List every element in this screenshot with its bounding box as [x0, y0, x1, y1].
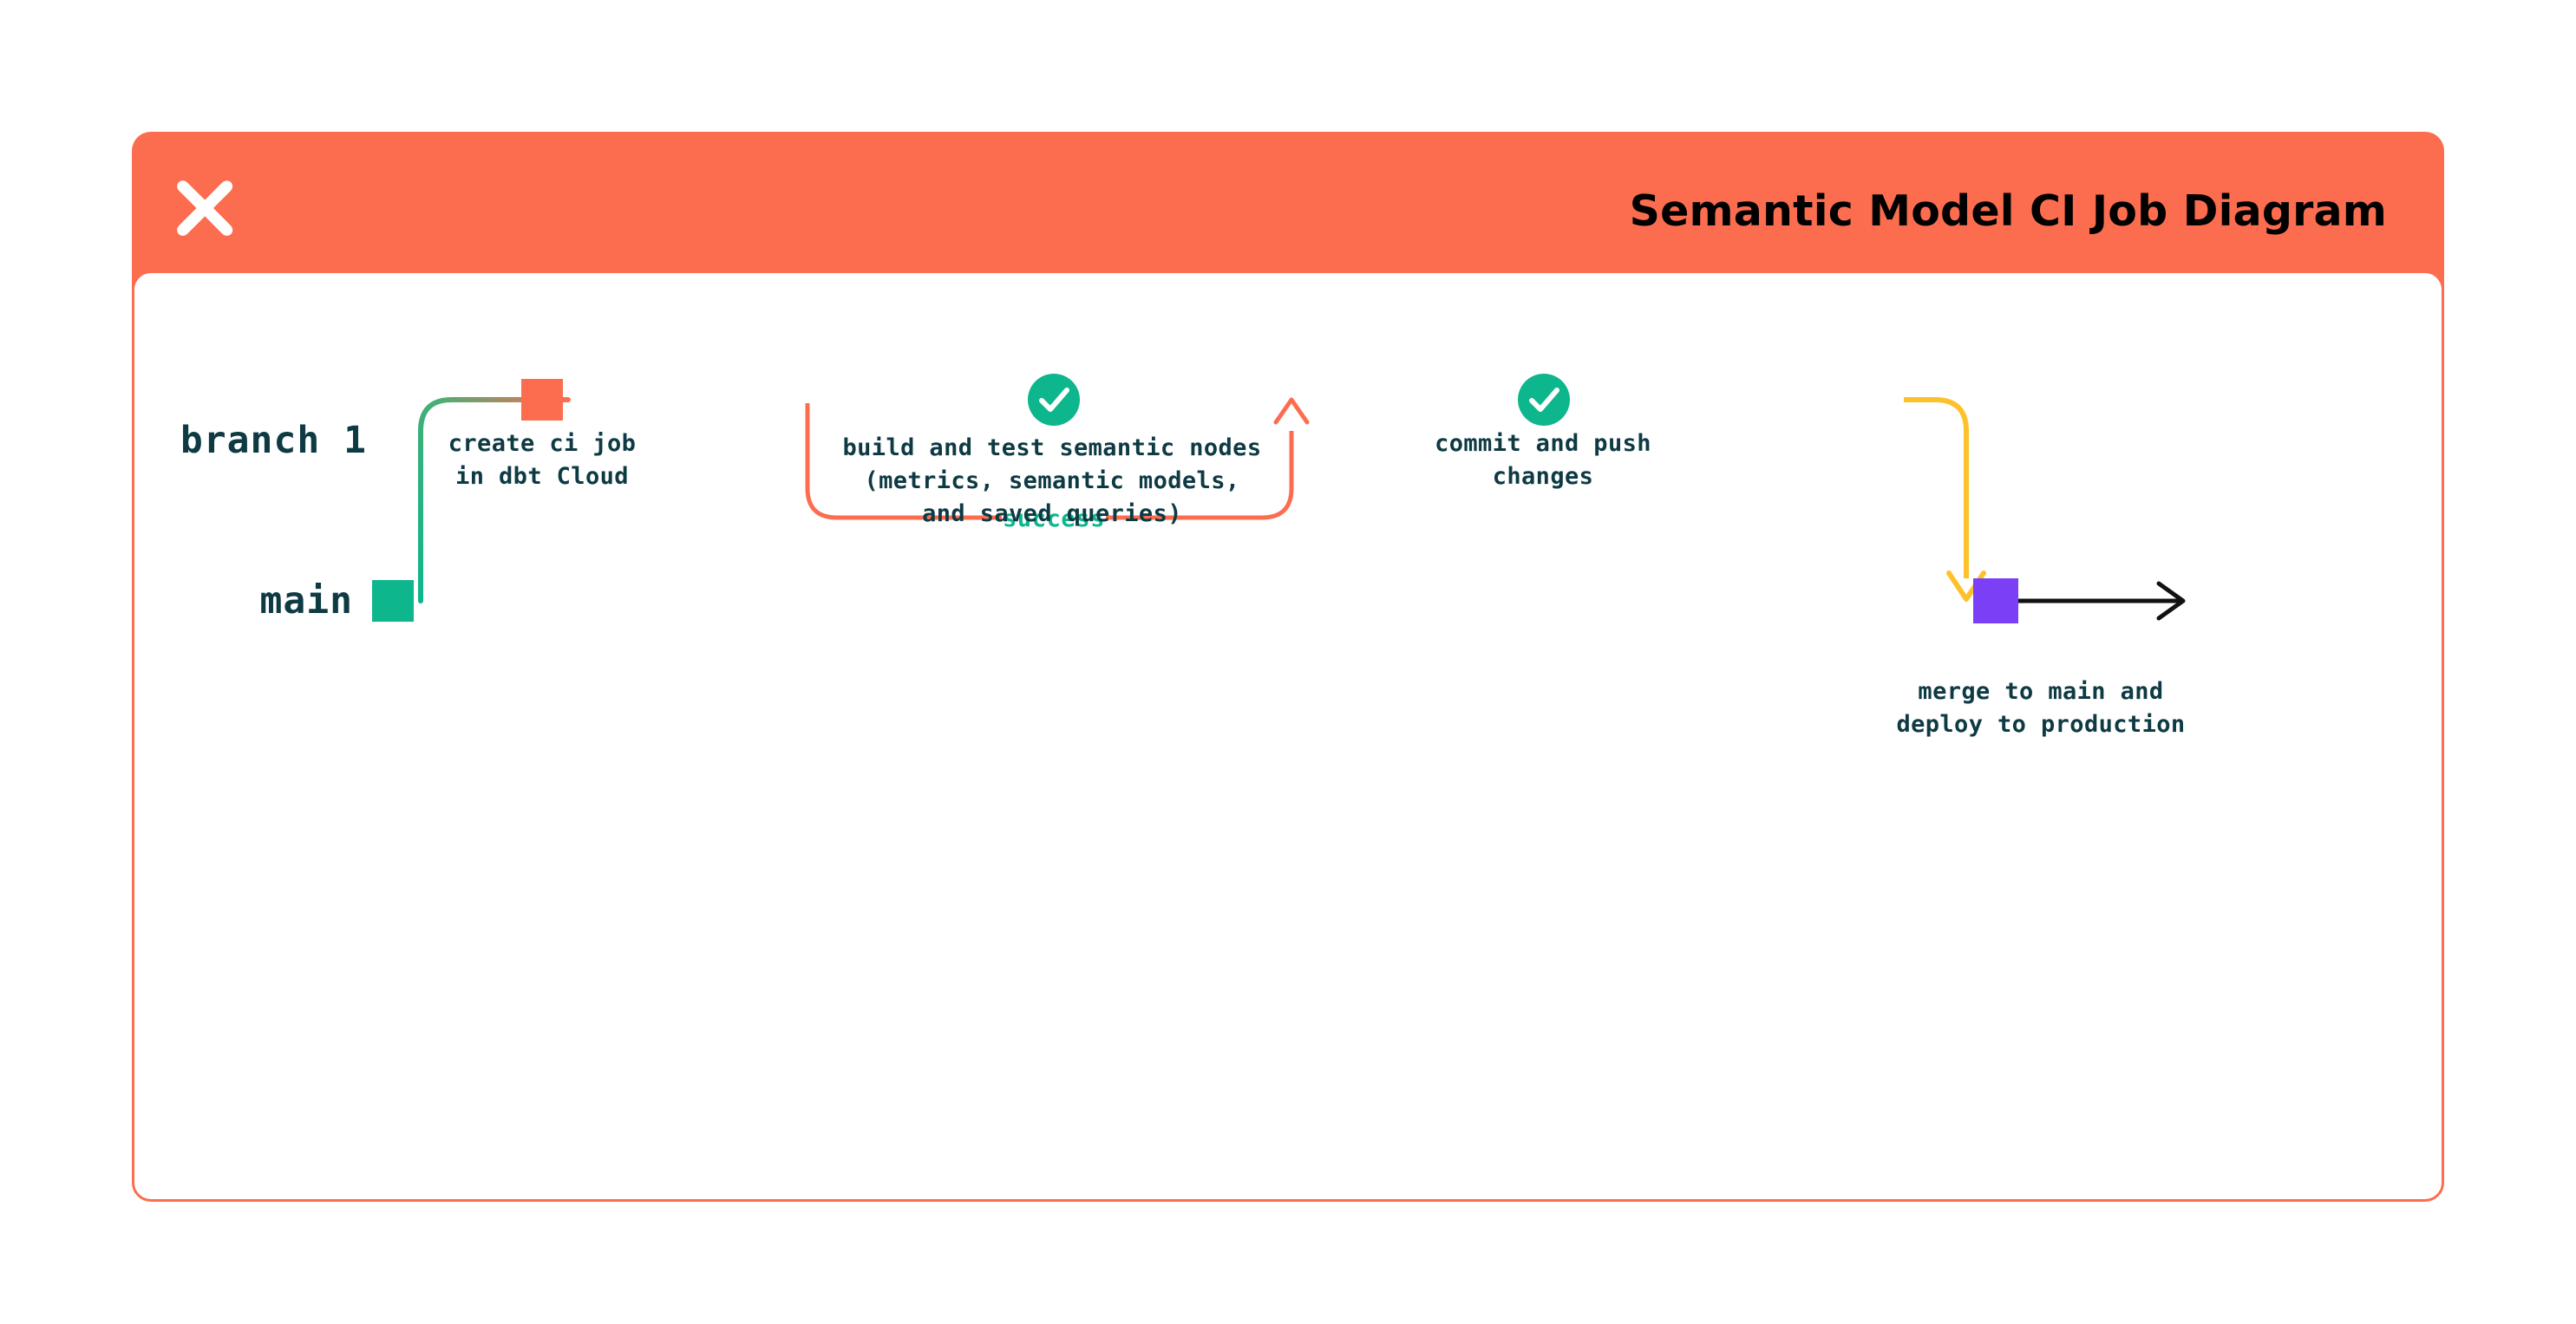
- node-label-create-ci-job: create ci job in dbt Cloud: [448, 430, 637, 490]
- svg-text:in dbt Cloud: in dbt Cloud: [455, 463, 629, 490]
- node-label-merge-to-main: merge to main and deploy to production: [1896, 678, 2185, 738]
- svg-text:changes: changes: [1493, 463, 1594, 490]
- card-body: success: [132, 271, 2444, 1202]
- node-label-build-and-test: build and test semantic nodes (metrics, …: [842, 434, 1261, 527]
- ci-job-diagram: success: [180, 374, 2186, 738]
- merge-down-edge: [1904, 397, 1986, 602]
- svg-text:deploy to production: deploy to production: [1896, 711, 2185, 738]
- check-icon: [1529, 388, 1559, 412]
- node-build-and-test[interactable]: [1028, 374, 1080, 426]
- node-commit-and-push[interactable]: [1518, 374, 1570, 426]
- svg-text:merge to main and: merge to main and: [1918, 678, 2163, 705]
- branch-label-branch-1: branch 1: [180, 419, 367, 462]
- svg-text:commit and push: commit and push: [1435, 430, 1651, 457]
- page-title: Semantic Model CI Job Diagram: [1629, 186, 2387, 236]
- branch-label-main: main: [259, 579, 353, 623]
- node-create-ci-job[interactable]: [521, 379, 563, 421]
- feedback-loop-edge: [805, 397, 1310, 520]
- svg-text:(metrics, semantic models,: (metrics, semantic models,: [864, 467, 1239, 494]
- dbt-x-logo-icon: [168, 174, 241, 247]
- node-merge-to-main[interactable]: [1973, 578, 2018, 623]
- branch-off-edge: [418, 397, 571, 603]
- node-label-commit-and-push: commit and push changes: [1435, 430, 1651, 490]
- node-main-start[interactable]: [372, 580, 414, 622]
- diagram-card: Semantic Model CI Job Diagram: [132, 132, 2444, 1202]
- svg-text:build and test semantic nodes: build and test semantic nodes: [842, 434, 1261, 461]
- main-continues-edge: [2015, 581, 2186, 621]
- svg-text:and saved queries): and saved queries): [922, 500, 1182, 527]
- svg-text:create ci job: create ci job: [448, 430, 637, 457]
- check-icon: [1039, 388, 1069, 412]
- loop-label-success: success: [1003, 505, 1105, 532]
- card-header: Semantic Model CI Job Diagram: [132, 132, 2444, 290]
